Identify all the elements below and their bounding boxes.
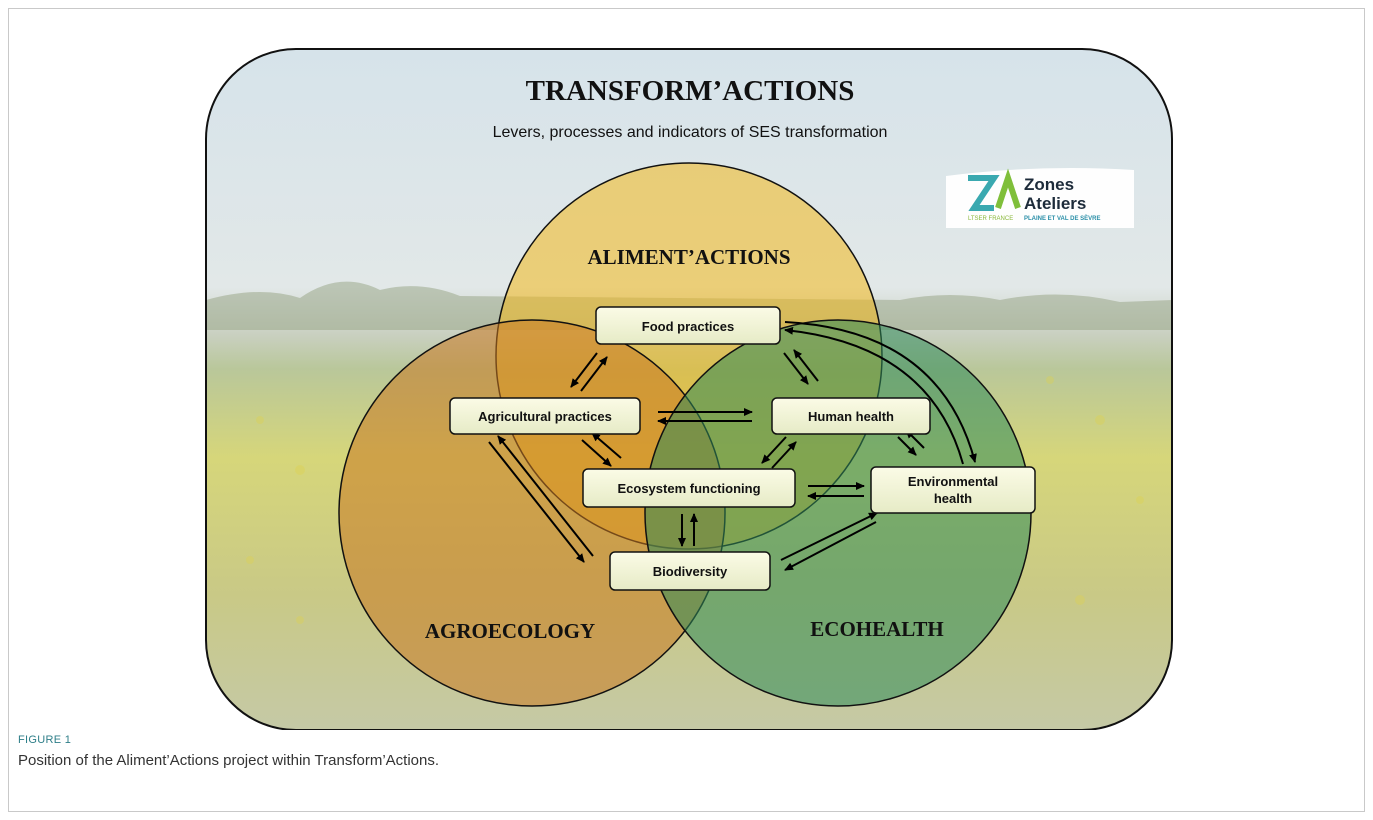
- box-agricultural-practices: Agricultural practices: [449, 397, 641, 435]
- arrow-agri-to-bio: [488, 441, 585, 563]
- label-ecohealth: ECOHEALTH: [810, 617, 943, 641]
- svg-text:Human health: Human health: [808, 409, 894, 424]
- logo-line-zones: Zones: [1024, 175, 1074, 194]
- logo-line-ateliers: Ateliers: [1024, 194, 1086, 213]
- arrow-human-to-env: [897, 436, 917, 456]
- arrow-human-to-eco: [761, 436, 787, 464]
- figure-title: TRANSFORM’ACTIONS: [526, 75, 855, 107]
- svg-text:health: health: [934, 491, 972, 506]
- caption-text: Position of the Aliment’Actions project …: [18, 752, 440, 769]
- figure-diagram: TRANSFORM’ACTIONS Levers, processes and …: [205, 48, 1173, 730]
- box-biodiversity: Biodiversity: [609, 551, 771, 591]
- logo-tag-left: LTSER FRANCE: [968, 216, 1013, 222]
- zones-ateliers-logo: Zones Ateliers LTSER FRANCE PLAINE ET VA…: [946, 168, 1134, 228]
- arrow-food-to-env: [784, 321, 977, 463]
- svg-text:Environmental: Environmental: [908, 474, 998, 489]
- arrow-food-to-agri: [570, 352, 598, 388]
- svg-text:Agricultural practices: Agricultural practices: [478, 409, 612, 424]
- svg-text:Ecosystem functioning: Ecosystem functioning: [617, 481, 760, 496]
- arrow-human-to-food: [793, 349, 819, 382]
- arrow-env-to-food: [784, 326, 964, 465]
- arrow-food-to-human: [783, 352, 809, 385]
- box-human-health: Human health: [771, 397, 931, 435]
- svg-text:Biodiversity: Biodiversity: [653, 564, 728, 579]
- caption-label: FIGURE 1: [18, 734, 72, 746]
- box-ecosystem-functioning: Ecosystem functioning: [582, 468, 796, 508]
- arrow-agri-to-food: [580, 356, 608, 392]
- box-environmental-health: Environmental health: [870, 466, 1036, 514]
- label-agroecology: AGROECOLOGY: [425, 619, 595, 643]
- figure-subtitle: Levers, processes and indicators of SES …: [493, 124, 888, 141]
- arrow-bio-to-env: [780, 512, 878, 561]
- arrow-agri-to-eco: [581, 439, 612, 467]
- arrow-bio-to-agri: [497, 435, 594, 557]
- arrow-eco-to-agri: [591, 432, 622, 459]
- label-aliment-actions: ALIMENT’ACTIONS: [587, 245, 790, 269]
- arrows: [488, 321, 977, 571]
- figure-caption: FIGURE 1 Position of the Aliment’Actions…: [18, 734, 1348, 769]
- panel-border: [205, 48, 1173, 730]
- arrow-env-to-bio: [784, 521, 877, 571]
- logo-tag-right: PLAINE ET VAL DE SÈVRE: [1024, 214, 1100, 222]
- box-food-practices: Food practices: [595, 306, 781, 345]
- arrow-eco-to-human: [771, 441, 797, 469]
- svg-text:Food practices: Food practices: [642, 319, 734, 334]
